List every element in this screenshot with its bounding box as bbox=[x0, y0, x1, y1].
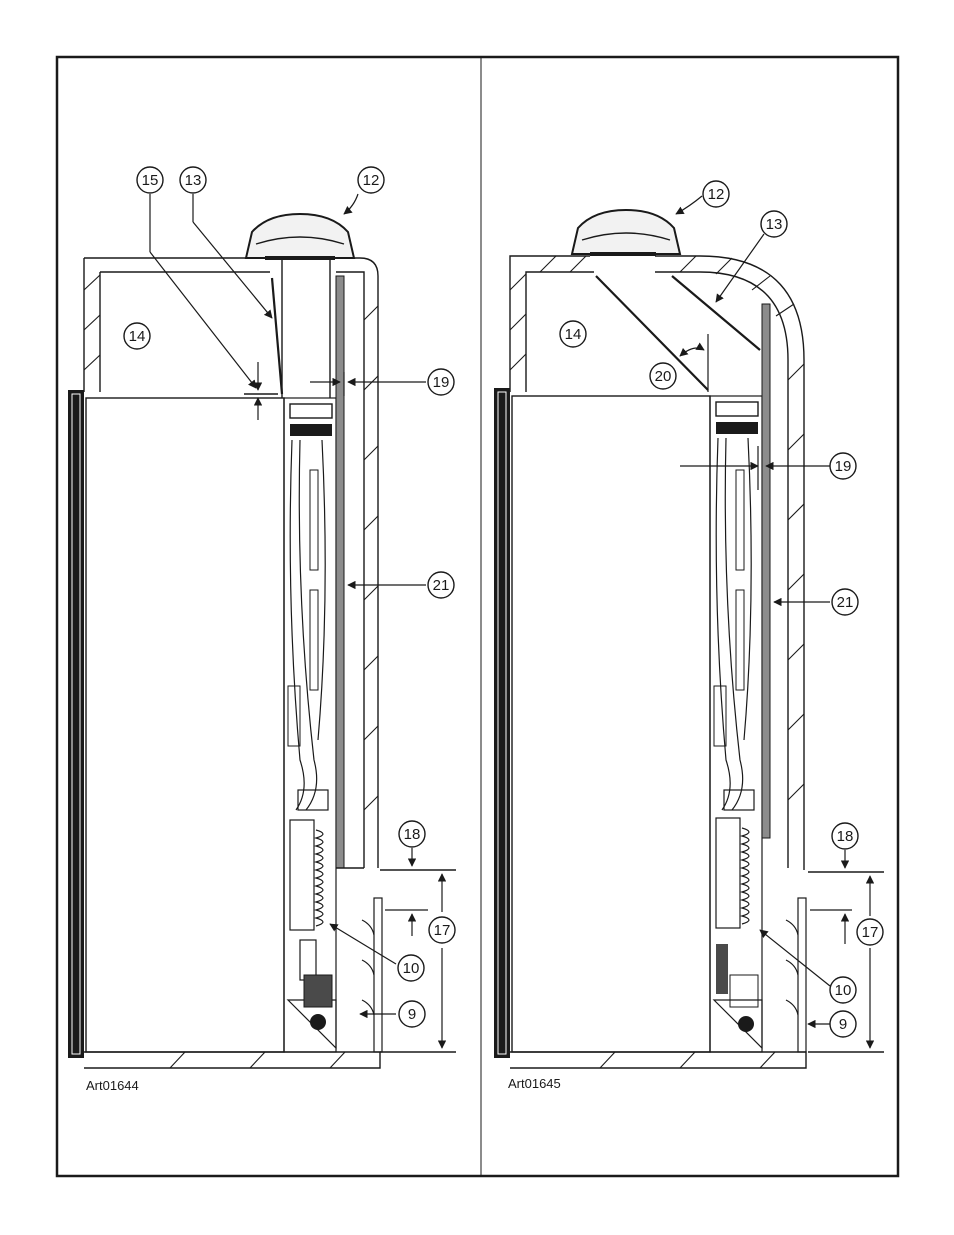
right-callout-20: 20 bbox=[649, 362, 677, 390]
right-art-id: Art01645 bbox=[508, 1076, 561, 1091]
right-callout-14: 14 bbox=[559, 320, 587, 348]
left-enclosure-wall bbox=[83, 257, 381, 1069]
right-callout-17: 17 bbox=[856, 918, 884, 946]
svg-text:10: 10 bbox=[835, 982, 852, 999]
diagram-frame bbox=[55, 55, 900, 1178]
left-callout-10: 10 bbox=[397, 954, 425, 982]
right-callout-13: 13 bbox=[760, 210, 788, 238]
right-callout-18: 18 bbox=[831, 822, 859, 850]
left-callout-15: 15 bbox=[136, 166, 164, 194]
svg-text:18: 18 bbox=[404, 826, 421, 843]
left-internals bbox=[286, 403, 337, 1050]
svg-text:9: 9 bbox=[408, 1006, 416, 1023]
right-callout-10: 10 bbox=[829, 976, 857, 1004]
left-callout-17: 17 bbox=[428, 916, 456, 944]
svg-text:17: 17 bbox=[434, 922, 451, 939]
svg-text:15: 15 bbox=[142, 172, 159, 189]
right-callout-19: 19 bbox=[829, 452, 857, 480]
right-enclosure-wall bbox=[509, 255, 807, 1069]
right-firebox bbox=[511, 395, 711, 1053]
left-art-id: Art01644 bbox=[86, 1078, 139, 1093]
svg-text:12: 12 bbox=[363, 172, 380, 189]
svg-text:12: 12 bbox=[708, 186, 725, 203]
right-internals bbox=[712, 401, 763, 1050]
svg-text:19: 19 bbox=[835, 458, 852, 475]
svg-text:18: 18 bbox=[837, 828, 854, 845]
right-callout-21: 21 bbox=[831, 588, 859, 616]
right-glass-door bbox=[494, 388, 510, 1058]
svg-text:19: 19 bbox=[433, 374, 450, 391]
left-vent-cap bbox=[244, 212, 356, 259]
left-liner bbox=[335, 275, 345, 869]
right-vent-cap bbox=[570, 208, 682, 255]
left-callout-13: 13 bbox=[179, 166, 207, 194]
svg-text:14: 14 bbox=[129, 328, 146, 345]
left-callout-9: 9 bbox=[398, 1000, 426, 1028]
left-callout-21: 21 bbox=[427, 571, 455, 599]
left-callout-14: 14 bbox=[123, 322, 151, 350]
left-glass-door bbox=[68, 390, 84, 1058]
svg-text:10: 10 bbox=[403, 960, 420, 977]
svg-text:21: 21 bbox=[433, 577, 450, 594]
left-callout-19: 19 bbox=[427, 368, 455, 396]
left-panel: 15 13 12 14 19 21 18 17 10 9 Art01644 bbox=[68, 166, 456, 1093]
left-bottom-louver bbox=[361, 897, 383, 1053]
left-firebox bbox=[85, 397, 285, 1053]
svg-text:20: 20 bbox=[655, 368, 672, 385]
svg-text:21: 21 bbox=[837, 594, 854, 611]
left-callout-18: 18 bbox=[398, 820, 426, 848]
svg-text:17: 17 bbox=[862, 924, 879, 941]
right-callout-9: 9 bbox=[829, 1010, 857, 1038]
right-callout-12: 12 bbox=[702, 180, 730, 208]
right-liner bbox=[761, 303, 771, 839]
svg-text:14: 14 bbox=[565, 326, 582, 343]
svg-text:9: 9 bbox=[839, 1016, 847, 1033]
right-panel: 12 13 14 20 19 21 18 17 10 9 Art01645 bbox=[494, 180, 884, 1091]
svg-text:13: 13 bbox=[185, 172, 202, 189]
left-callout-12: 12 bbox=[357, 166, 385, 194]
svg-text:13: 13 bbox=[766, 216, 783, 233]
right-bottom-louver bbox=[785, 897, 807, 1053]
